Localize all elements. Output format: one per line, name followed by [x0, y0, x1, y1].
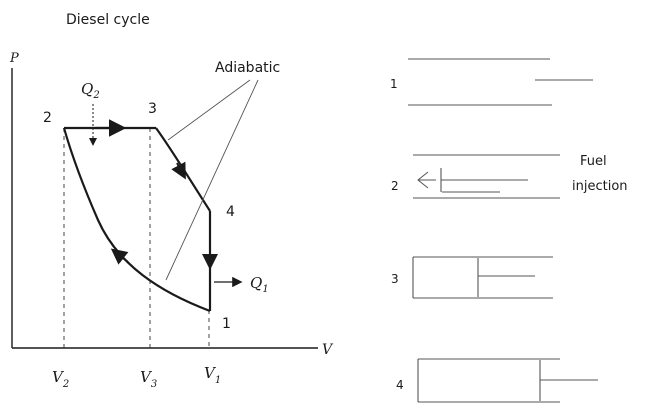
fuel-label: Fuel: [580, 154, 607, 169]
injection-label: injection: [572, 179, 628, 194]
fuel-injection-arrow-icon: [417, 171, 436, 189]
engine-stage-4: 4: [396, 358, 598, 403]
figure-title: Diesel cycle: [66, 12, 150, 28]
process-1-2: [62, 127, 211, 313]
v1-tick-label: V1: [204, 364, 221, 386]
v2-tick-label: V2: [52, 368, 69, 390]
stage-1-number: 1: [390, 77, 398, 91]
adiabatic-leader-lower: [165, 79, 259, 281]
v3-tick-label: V3: [140, 368, 157, 390]
arrow-3-4: [171, 161, 186, 180]
engine-stage-2: 2 Fuel injection: [391, 154, 628, 199]
stage-3-number: 3: [391, 272, 399, 286]
point-1-label: 1: [222, 316, 231, 332]
stage-2-number: 2: [391, 179, 399, 193]
process-3-4: [155, 127, 211, 212]
q1-label: Q1: [250, 274, 269, 295]
adiabatic-label: Adiabatic: [215, 60, 280, 76]
point-2-label: 2: [43, 110, 52, 126]
v-axis-label: V: [322, 342, 334, 358]
p-axis-label: P: [9, 51, 19, 66]
arrow-1-2: [110, 248, 129, 265]
engine-stage-1: 1: [390, 58, 593, 106]
point-4-label: 4: [226, 204, 235, 220]
point-3-label: 3: [148, 101, 157, 117]
adiabatic-leader-upper: [167, 79, 251, 141]
q2-label: Q2: [81, 80, 100, 101]
engine-stage-3: 3: [391, 256, 553, 299]
stage-4-number: 4: [396, 378, 404, 392]
